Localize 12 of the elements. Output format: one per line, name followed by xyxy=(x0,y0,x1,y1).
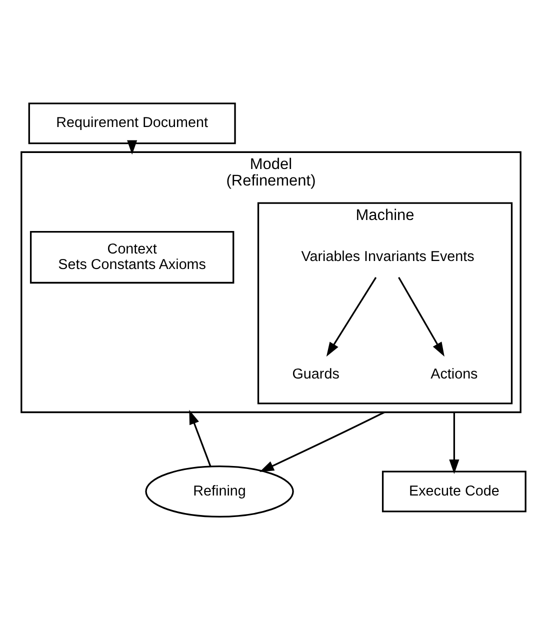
node-box: Context Sets Constants Axioms xyxy=(30,230,234,284)
arrow xyxy=(260,411,385,472)
node-text: Guards xyxy=(292,366,340,382)
arrow xyxy=(189,409,212,466)
node-ellipse: Refining xyxy=(145,465,294,518)
node-box: Execute Code xyxy=(382,470,526,512)
arrow xyxy=(326,276,377,356)
node-text: Variables Invariants Events xyxy=(301,248,474,265)
node-text: Actions xyxy=(430,366,478,382)
arrow xyxy=(449,412,460,474)
arrow xyxy=(398,276,444,356)
arrow xyxy=(127,140,138,154)
